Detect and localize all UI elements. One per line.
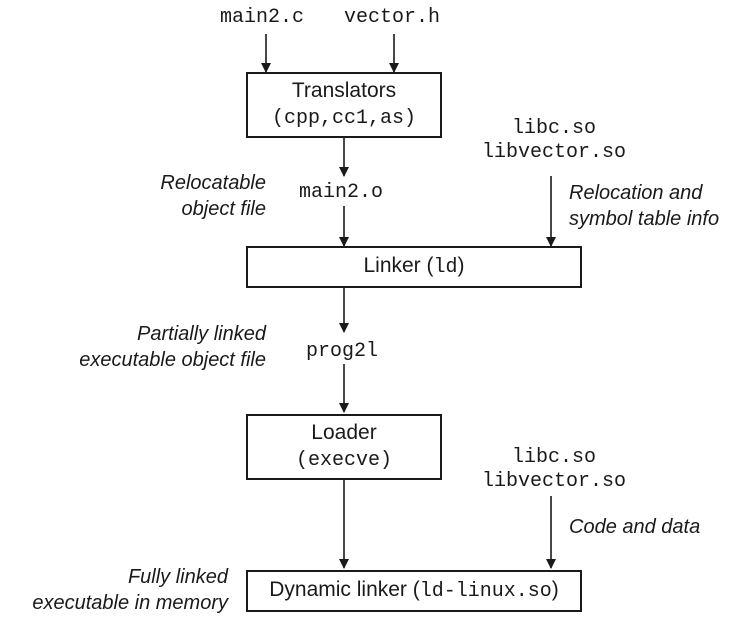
full-label: Fully linked executable in memory (6, 564, 228, 616)
lib-libvector-bottom: libvector.so (481, 470, 627, 493)
partial-label-line2: executable object file (79, 349, 266, 371)
partial-label: Partially linked executable object file (40, 321, 266, 373)
translators-subtitle: (cpp,cc1,as) (271, 107, 417, 130)
file-main2-o: main2.o (299, 181, 384, 204)
dynamic-linker-box: Dynamic linker (ld-linux.so) (246, 570, 582, 612)
lib-libvector-top: libvector.so (481, 141, 627, 164)
libs-bottom: libc.so libvector.so (472, 446, 636, 494)
translators-box: Translators (cpp,cc1,as) (246, 72, 442, 138)
linker-box: Linker (ld) (246, 246, 582, 288)
relocation-info-line2: symbol table info (569, 208, 720, 230)
full-label-line1: Fully linked (127, 566, 228, 588)
libs-top: libc.so libvector.so (472, 117, 636, 165)
full-label-line2: executable in memory (32, 592, 228, 614)
loader-box: Loader (execve) (246, 414, 442, 480)
linker-cmd: ld (433, 256, 458, 279)
dynamic-linker-label: Dynamic linker (ld-linux.so) (269, 578, 559, 603)
relocatable-label: Relocatable object file (60, 170, 266, 222)
relocatable-label-line2: object file (181, 198, 267, 220)
relocation-info-label: Relocation and symbol table info (569, 180, 719, 232)
lib-libc-bottom: libc.so (511, 446, 596, 469)
loader-title: Loader (311, 421, 377, 444)
file-prog2l: prog2l (306, 340, 379, 363)
linker-label: Linker (ld) (363, 254, 465, 279)
lib-libc-top: libc.so (511, 117, 596, 140)
input-vector-h: vector.h (344, 6, 441, 29)
dynamic-linker-cmd: ld-linux.so (419, 580, 552, 603)
partial-label-line1: Partially linked (137, 323, 266, 345)
relocation-info-line1: Relocation and (569, 182, 703, 204)
input-main2-c: main2.c (220, 6, 305, 29)
code-data-label: Code and data (569, 516, 701, 538)
translators-title: Translators (291, 79, 397, 102)
relocatable-label-line1: Relocatable (160, 172, 266, 194)
loader-subtitle: (execve) (295, 449, 392, 472)
